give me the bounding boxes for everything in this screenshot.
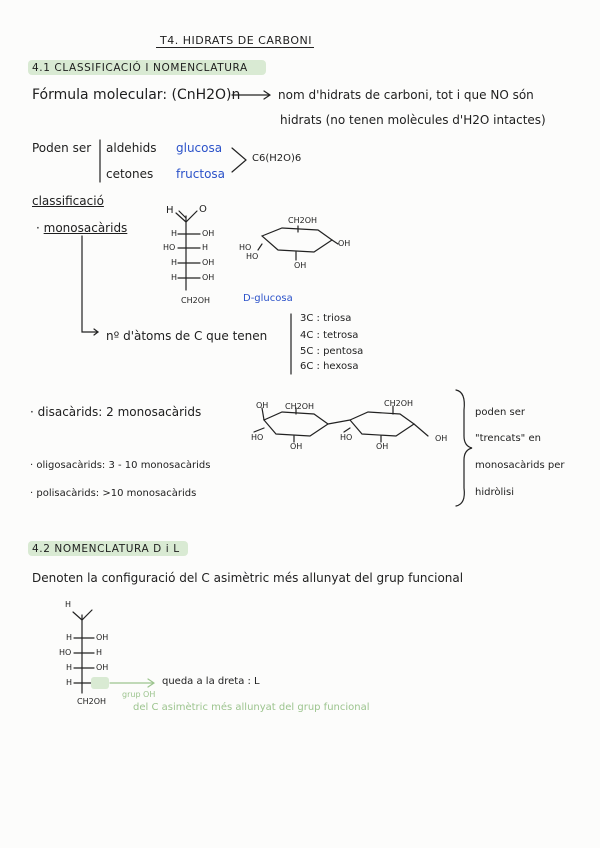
fischer1-row4-left: H — [171, 273, 178, 282]
disac-oh4: OH — [435, 434, 448, 443]
fischer1-row3-left: H — [171, 258, 178, 267]
disac-ho2: HO — [340, 433, 353, 442]
section2-heading: 4.2 NOMENCLATURA D i L — [32, 543, 180, 555]
formula-desc-1: nom d'hidrats de carboni, tot i que NO s… — [278, 88, 534, 102]
fischer1-aldehyde-h: H — [166, 205, 174, 216]
glucosa-label: glucosa — [176, 141, 223, 155]
green-label: grup OH — [122, 690, 156, 699]
ring1-oh-right: OH — [338, 239, 351, 248]
disac-ring2 — [349, 411, 416, 437]
formula-desc-2: hidrats (no tenen molècules d'H2O intact… — [280, 113, 546, 127]
fructosa-label: fructosa — [176, 167, 226, 181]
disac-oh1: OH — [256, 401, 269, 410]
ring1-oh-bottom: OH — [294, 261, 307, 270]
fischer1-row3-right: OH — [202, 258, 215, 267]
disac-ch2oh1: CH2OH — [285, 402, 315, 411]
oligosacarids-label: · oligosacàrids: 3 - 10 monosacàrids — [30, 460, 211, 471]
fischer2-row2-left: HO — [59, 648, 72, 657]
fischer1-row1-right: OH — [202, 229, 215, 238]
mono-tree-arrow — [93, 328, 99, 336]
disac-ho1: HO — [251, 433, 264, 442]
green-note: del C asimètric més allunyat del grup fu… — [133, 702, 370, 713]
classificacio-label: classificació — [32, 194, 104, 208]
hydrolysis-note-4: hidròlisi — [475, 487, 515, 498]
fischer2-row1-right: OH — [96, 633, 109, 642]
ring1-ho2: HO — [246, 252, 259, 261]
fischer2-row4-left: H — [66, 678, 73, 687]
disac-linker — [327, 419, 351, 425]
monosacarids-text: monosacàrids — [43, 221, 128, 235]
polisacarids-text: polisacàrids: >10 monosacàrids — [36, 488, 197, 499]
fischer1-row2-right: H — [202, 243, 209, 252]
section2-highlight — [28, 541, 188, 556]
type-triosa: 3C : triosa — [300, 313, 352, 324]
fischer2-aldehyde-h: H — [65, 600, 72, 609]
ring1-ch2oh: CH2OH — [288, 216, 318, 225]
hydrolysis-note-1: poden ser — [475, 407, 525, 418]
fischer2-oh-highlight — [91, 677, 109, 689]
disac-bonds — [253, 405, 429, 443]
type-pentosa: 5C : pentosa — [300, 346, 364, 357]
green-arrow — [109, 678, 156, 688]
hydrolysis-note-2: "trencats" en — [475, 433, 541, 444]
polisacarids-label: · polisacàrids: >10 monosacàrids — [30, 488, 197, 499]
section1-heading: 4.1 CLASSIFICACIÓ I NOMENCLATURA — [32, 62, 248, 74]
section2-sentence: Denoten la configuració del C asimètric … — [32, 571, 464, 585]
fischer2-row2-right: H — [96, 648, 103, 657]
arrow-note: queda a la dreta : L — [162, 676, 260, 687]
disac-ring1 — [263, 411, 330, 437]
ring1-ho: HO — [239, 243, 252, 252]
hydrolysis-brace — [455, 389, 473, 507]
fischer1-carbonyl — [175, 210, 198, 223]
fischer1-aldehyde-o: O — [199, 204, 207, 215]
cetones-label: cetones — [106, 167, 154, 181]
disac-oh3: OH — [376, 442, 389, 451]
section1-highlight — [28, 60, 266, 75]
oligosacarids-text: oligosacàrids: 3 - 10 monosacàrids — [36, 460, 211, 471]
num-atoms-label: nº d'àtoms de C que tenen — [106, 329, 268, 343]
fischer2-row1-left: H — [66, 633, 73, 642]
hydrolysis-note-3: monosacàrids per — [475, 460, 565, 471]
aldehids-label: aldehids — [106, 141, 157, 155]
title-highlight — [156, 33, 314, 48]
mono-tree-line — [81, 235, 99, 333]
type-hexosa: 6C : hexosa — [300, 361, 359, 372]
type-tetrosa: 4C : tetrosa — [300, 330, 359, 341]
fischer2-carbonyl — [72, 609, 93, 621]
fischer1-row1-left: H — [171, 229, 178, 238]
fischer2-row3-left: H — [66, 663, 73, 672]
disac-ch2oh2: CH2OH — [384, 399, 414, 408]
fischer1-row4-right: OH — [202, 273, 215, 282]
fischer1-row2-left: HO — [163, 243, 176, 252]
poden-ser-label: Poden ser — [32, 141, 92, 155]
page-title: T4. HIDRATS DE CARBONI — [160, 34, 313, 47]
monosacarids-label: · monosacàrids — [36, 221, 128, 235]
disacarids-label: · disacàrids: 2 monosacàrids — [30, 405, 202, 419]
fischer1-bottom: CH2OH — [181, 296, 211, 305]
poden-ser-chevron — [231, 147, 247, 173]
formula-label: Fórmula molecular: (CnH2O)n — [32, 87, 241, 103]
fischer2-row3-right: OH — [96, 663, 109, 672]
fischer2-bottom: CH2OH — [77, 697, 107, 706]
ring1-outline — [260, 227, 334, 253]
disacarids-text: disacàrids: 2 monosacàrids — [37, 405, 202, 419]
ring1-bonds — [257, 225, 339, 261]
dglucosa-label: D-glucosa — [243, 293, 293, 304]
formula-arrow — [231, 90, 272, 100]
formula-c6: C6(H2O)6 — [252, 153, 302, 164]
disac-oh2: OH — [290, 442, 303, 451]
